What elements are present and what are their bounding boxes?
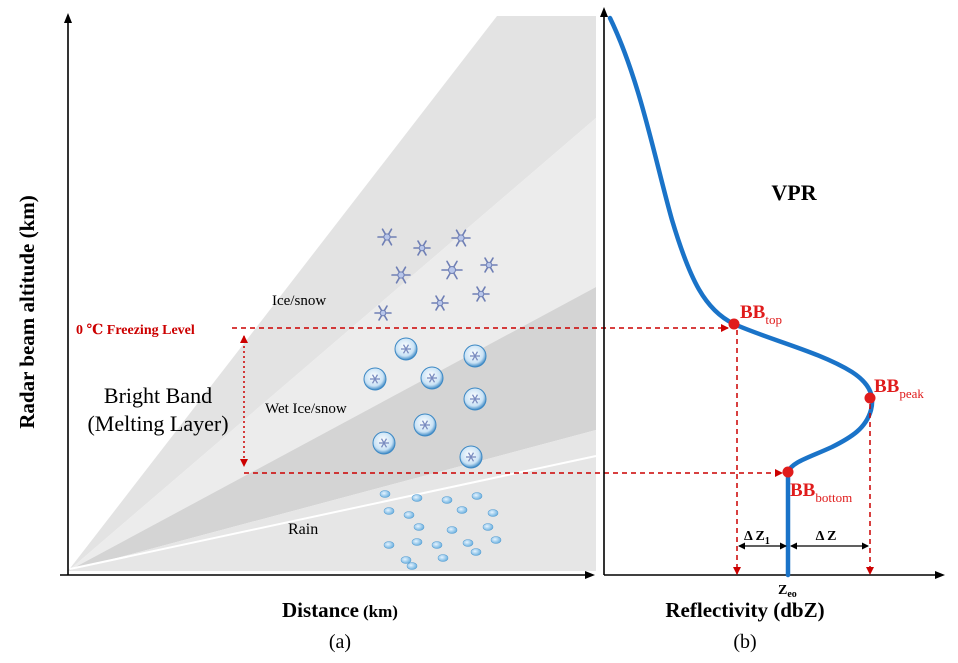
wet-snow-icon xyxy=(413,413,437,437)
raindrop-icon xyxy=(462,539,474,547)
raindrop-icon xyxy=(487,509,499,517)
raindrop-icon xyxy=(400,556,412,564)
snowflake-icon xyxy=(441,260,463,280)
delta-z-label: Δ Z xyxy=(816,529,837,544)
snowflakes xyxy=(374,228,498,321)
delta-z1-label-sub: 1 xyxy=(765,536,770,547)
wet-snow-icon xyxy=(394,337,418,361)
raindrop-icon xyxy=(379,490,391,498)
delta-z1-label-main: Δ Z xyxy=(744,529,765,544)
snowflake-icon xyxy=(391,266,411,284)
label-rain: Rain xyxy=(288,521,318,538)
bb-bottom-label: BBbottom xyxy=(790,480,852,505)
snowflake-icon xyxy=(431,295,449,311)
snowflake-icon xyxy=(480,257,498,273)
bb-peak-label: BBpeak xyxy=(874,376,924,401)
x-axis-label-a: Distance(km) xyxy=(282,598,398,622)
bb-top-label-main: BB xyxy=(740,302,766,323)
bb-top-label: BBtop xyxy=(740,302,782,327)
raindrop-icon xyxy=(482,523,494,531)
wet-snow-icon xyxy=(463,344,487,368)
vpr-curve xyxy=(607,15,875,578)
raindrop-icon xyxy=(456,506,468,514)
zeo-label-sub: eo xyxy=(787,589,796,600)
zeo-label-main: Z xyxy=(778,583,787,598)
label-wet-ice-snow: Wet Ice/snow xyxy=(265,401,347,417)
raindrop-icon xyxy=(413,523,425,531)
raindrop-icon xyxy=(406,562,418,570)
raindrop-icon xyxy=(490,536,502,544)
panel-b: VPR BBtop BBpeak BBbottom Δ Z1 Δ Z Zeo xyxy=(600,7,945,653)
bright-band-label-2: (Melting Layer) xyxy=(87,411,228,436)
raindrop-icon xyxy=(411,538,423,546)
delta-z1-label: Δ Z1 xyxy=(744,529,770,547)
raindrop-icon xyxy=(437,554,449,562)
snowflake-icon xyxy=(451,229,471,247)
x-axis-label-a-unit: (km) xyxy=(363,602,398,621)
panel-a: Radar beam altitude (km) Distance(km) (a… xyxy=(15,13,783,653)
raindrop-icon xyxy=(383,507,395,515)
raindrop-icon xyxy=(403,511,415,519)
raindrop-icon xyxy=(383,541,395,549)
raindrop-icon xyxy=(471,492,483,500)
raindrop-icon xyxy=(441,496,453,504)
bb-top-point xyxy=(728,318,740,330)
y-axis-label-a: Radar beam altitude (km) xyxy=(15,195,39,429)
label-ice-snow: Ice/snow xyxy=(272,293,326,309)
rain-drops xyxy=(379,490,502,570)
wet-snow-icon xyxy=(363,367,387,391)
bb-peak-point xyxy=(864,392,876,404)
wet-snow-icon xyxy=(372,431,396,455)
wet-snow-icon xyxy=(463,387,487,411)
bb-bottom-label-sub: bottom xyxy=(815,490,852,505)
freezing-level-label: 0 ℃ Freezing Level xyxy=(76,323,195,338)
caption-b: (b) xyxy=(733,631,756,653)
beam-upper-band xyxy=(68,16,596,571)
bright-band-label-1: Bright Band xyxy=(104,383,212,408)
bb-bottom-label-main: BB xyxy=(790,480,816,501)
raindrop-icon xyxy=(470,548,482,556)
snowflake-icon xyxy=(472,286,490,302)
bb-peak-label-main: BB xyxy=(874,376,900,397)
snowflake-icon xyxy=(377,228,397,246)
snowflake-icon xyxy=(413,240,431,256)
x-axis-label-b: Reflectivity (dbZ) xyxy=(665,598,824,622)
bb-bottom-point xyxy=(782,466,794,478)
zeo-label: Zeo xyxy=(778,583,797,600)
x-axis-label-a-main: Distance xyxy=(282,598,359,622)
raindrop-icon xyxy=(431,541,443,549)
wet-snow-particles xyxy=(363,337,487,469)
bb-peak-label-sub: peak xyxy=(899,386,924,401)
vpr-title: VPR xyxy=(771,180,817,205)
wet-snow-icon xyxy=(420,366,444,390)
raindrop-icon xyxy=(411,494,423,502)
snowflake-icon xyxy=(374,305,392,321)
wet-snow-icon xyxy=(459,445,483,469)
bb-top-label-sub: top xyxy=(765,312,782,327)
raindrop-icon xyxy=(446,526,458,534)
caption-a: (a) xyxy=(329,631,351,653)
